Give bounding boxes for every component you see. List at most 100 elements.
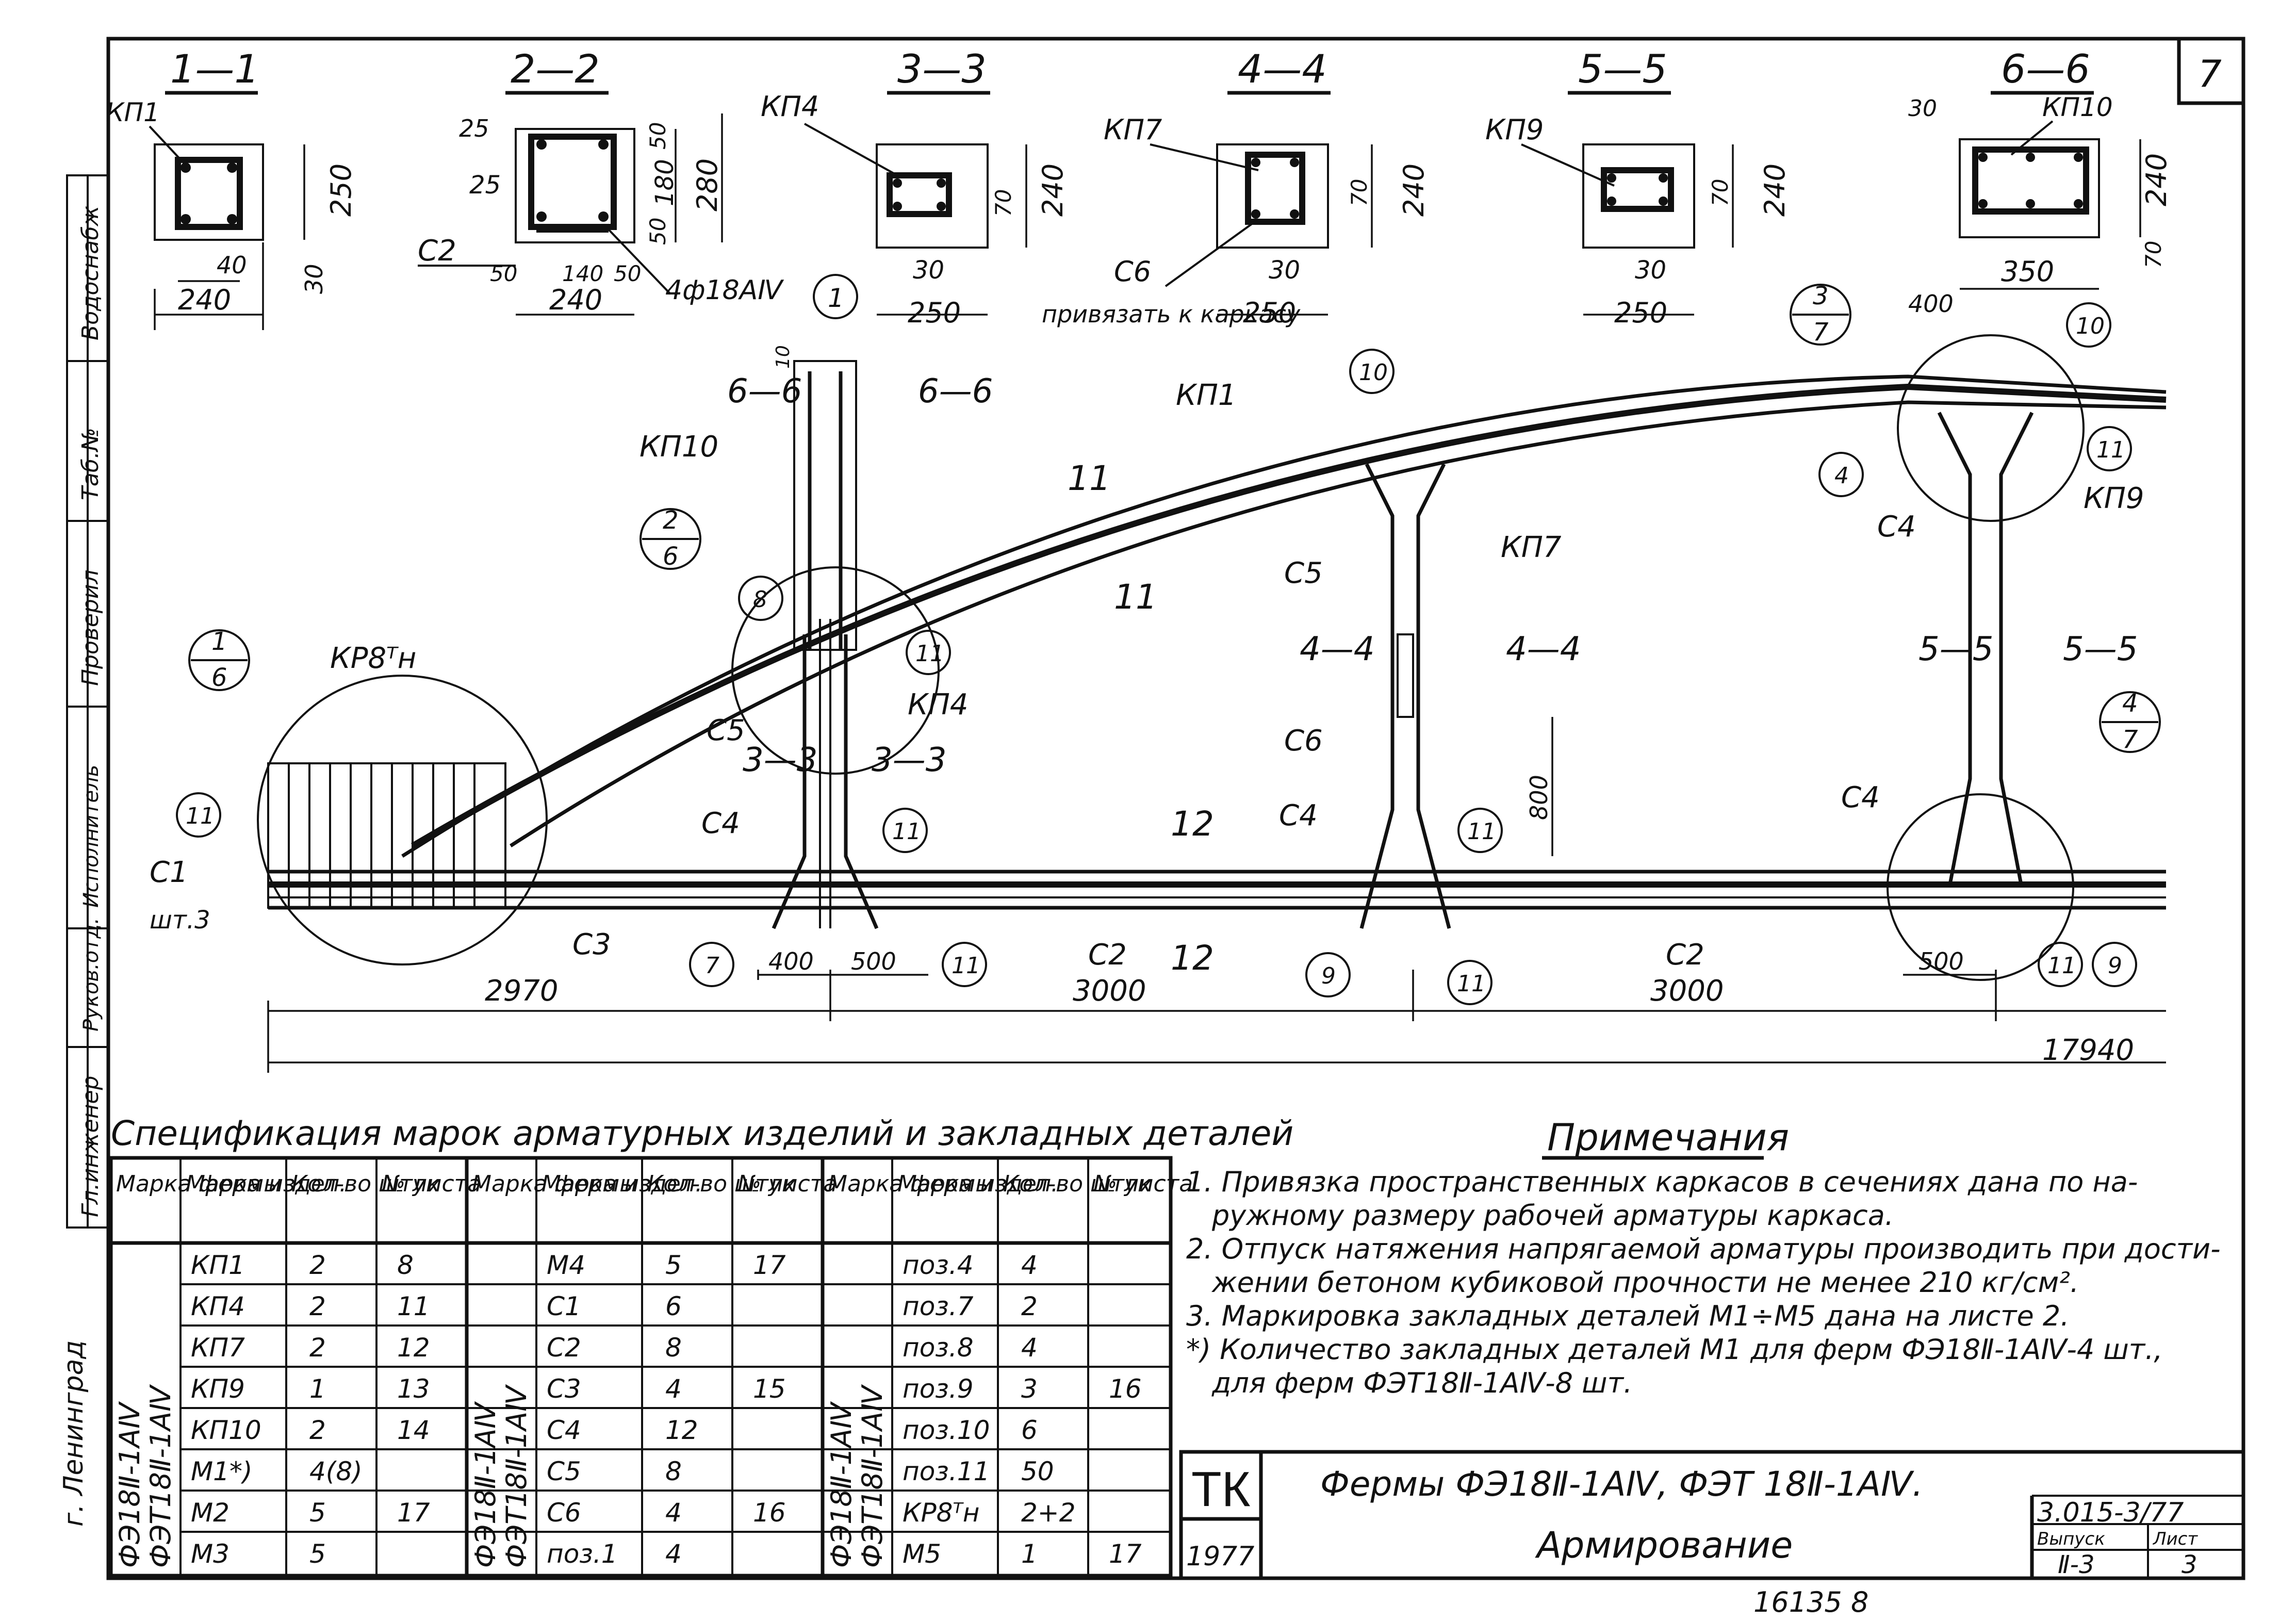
doc-code: 3.015-3/77 — [2037, 1497, 2184, 1528]
label-c3: С3 — [572, 928, 611, 961]
group1-mark-b: ФЭТ18Ⅱ-1АⅣ — [144, 1384, 177, 1568]
detail-circle-4 — [1887, 793, 2074, 981]
dim-right: 50 — [614, 261, 641, 286]
side-stamp: Водоснабж Таб.№ Проверил Исполнитель Рук… — [58, 174, 109, 1527]
dim-800: 800 — [1525, 775, 1553, 820]
top-chord-outer — [401, 374, 2167, 858]
dim-width: 240 — [178, 284, 231, 316]
spec-qty: 4 — [665, 1539, 682, 1569]
bubble-2-top: 2 — [663, 506, 679, 535]
pos-bubble-text: 11 — [2047, 953, 2076, 979]
stamp-city: г. Ленинград — [58, 1340, 89, 1527]
spec-sheet: 17 — [1109, 1539, 1142, 1569]
hdr-qty-3: Кол-во штук — [1003, 1171, 1152, 1197]
dim-inner: 40 — [217, 251, 247, 279]
spec-qty: 5 — [309, 1539, 326, 1569]
post-6 — [793, 360, 857, 651]
strut-5 — [1937, 412, 2034, 888]
note-line-5: 3. Маркировка закладных деталей М1÷М5 да… — [1186, 1300, 2069, 1332]
note-mark: С6 — [1114, 255, 1151, 288]
label-sht3: шт.3 — [150, 906, 210, 935]
group3-mark-b: ФЭТ18Ⅱ-1АⅣ — [856, 1384, 889, 1568]
cut-4-right: 4—4 — [1506, 630, 1581, 668]
label-kp9: КП9 — [2084, 482, 2144, 515]
detail-circle-1 — [257, 675, 548, 966]
label-kp7: КП7 — [1501, 531, 1562, 564]
spec-sheet: 12 — [397, 1333, 430, 1363]
spec-item: поз.11 — [903, 1457, 990, 1486]
label-11-bottom: 11 — [1114, 577, 1157, 617]
hdr-item: Марка издел. — [186, 1171, 347, 1197]
hdr-qty: Кол-во штук — [291, 1171, 440, 1197]
section-mark: С2 — [418, 234, 456, 268]
spec-sheet: 16 — [753, 1498, 786, 1528]
label-c4-d: С4 — [1841, 781, 1880, 814]
section-6-6: 6—6 30 КП10 350 240 70 — [1908, 46, 2173, 290]
sheet-number-box — [2177, 37, 2245, 105]
spec-qty: 4(8) — [309, 1457, 363, 1486]
dim-500-a: 500 — [851, 947, 896, 975]
spec-item: С2 — [547, 1333, 581, 1363]
detail-bubbles: 1 6 2 6 3 7 4 7 — [188, 282, 2161, 754]
pos-bubble-text: 11 — [2096, 437, 2125, 463]
dim-400: 400 — [768, 947, 814, 975]
spec-item: М1*) — [191, 1457, 252, 1486]
dim-height: 250 — [325, 163, 357, 217]
dim-height: 240 — [1037, 163, 1069, 217]
spec-item: С1 — [547, 1291, 581, 1321]
spec-item: КП10 — [191, 1415, 261, 1445]
note-line-1: 1. Привязка пространственных каркасов в … — [1186, 1166, 2138, 1198]
spec-qty: 8 — [665, 1457, 682, 1486]
sheet-number: 7 — [2198, 52, 2222, 95]
label-c4-b: С4 — [1279, 799, 1318, 832]
spec-item: КР8ᵀн — [903, 1498, 979, 1528]
section-title: 6—6 — [2001, 46, 2090, 92]
spec-qty: 3 — [1021, 1374, 1038, 1404]
note-line-3: 2. Отпуск натяжения напрягаемой арматуры… — [1186, 1233, 2221, 1265]
cut-6-right: 6—6 — [918, 372, 993, 411]
stamp-field-3: Проверил — [77, 569, 104, 686]
spec-sheet: 11 — [397, 1291, 430, 1321]
label-12-bottom: 12 — [1171, 938, 1214, 978]
label-c5-a: С5 — [707, 714, 745, 747]
dim-3000-right: 3000 — [1650, 974, 1724, 1008]
spec-qty: 6 — [665, 1291, 682, 1321]
label-kp1: КП1 — [1176, 379, 1237, 412]
title-block: ТК 1977 Фермы ФЭ18Ⅱ-1АⅣ, ФЭТ 18Ⅱ-1АⅣ. Ар… — [1179, 1450, 2245, 1580]
position-bubbles: 11 11 11 11 11 11 11 8 10 10 4 7 9 9 11 — [176, 302, 2137, 1005]
dim-2970: 2970 — [485, 974, 559, 1008]
cut-5-left: 5—5 — [1918, 630, 1993, 668]
label-c2-right: С2 — [1666, 938, 1704, 972]
dim-bot: 50 — [645, 218, 670, 245]
spec-title: Спецификация марок арматурных изделий и … — [111, 1114, 1293, 1153]
spec-item: М2 — [191, 1498, 229, 1528]
sheet-label: Лист — [2152, 1529, 2198, 1549]
dim-top2: 25 — [459, 114, 489, 142]
dim-inner: 30 — [913, 256, 944, 285]
dim-side: 25 — [469, 171, 501, 200]
title-line-2: Армирование — [1535, 1524, 1793, 1566]
bottom-number: 16135 8 — [1753, 1586, 1868, 1618]
spec-sheet: 17 — [753, 1250, 786, 1280]
spec-qty: 5 — [309, 1498, 326, 1528]
label-c4-c: С4 — [1877, 510, 1916, 544]
bubble-1-top: 1 — [211, 627, 227, 656]
dim-extra: 70 — [1708, 179, 1733, 206]
section-mark: КП4 — [761, 90, 819, 123]
dim-height: 240 — [2140, 153, 2173, 206]
dim-inner: 30 — [1269, 256, 1300, 285]
cut-4-left: 4—4 — [1300, 630, 1374, 668]
section-4-4: 4—4 КП7 С6 привязать к каркасу 30 250 70… — [1042, 46, 1430, 329]
spec-sheet: 13 — [397, 1374, 430, 1404]
label-c1: С1 — [150, 856, 188, 889]
stamp-field-5: Руков.отд. — [79, 918, 103, 1032]
section-1-1: 1—1 КП1 240 40 250 30 — [106, 46, 357, 330]
position-number: 1 — [828, 283, 844, 313]
issue-value: Ⅱ-3 — [2058, 1550, 2094, 1579]
pos-bubble-text: 9 — [1321, 963, 1336, 989]
label-c6: С6 — [1284, 724, 1323, 758]
section-mark: КП9 — [1485, 113, 1544, 146]
dim-inner: 140 — [562, 261, 603, 286]
pos-bubble-text: 11 — [1457, 971, 1486, 997]
